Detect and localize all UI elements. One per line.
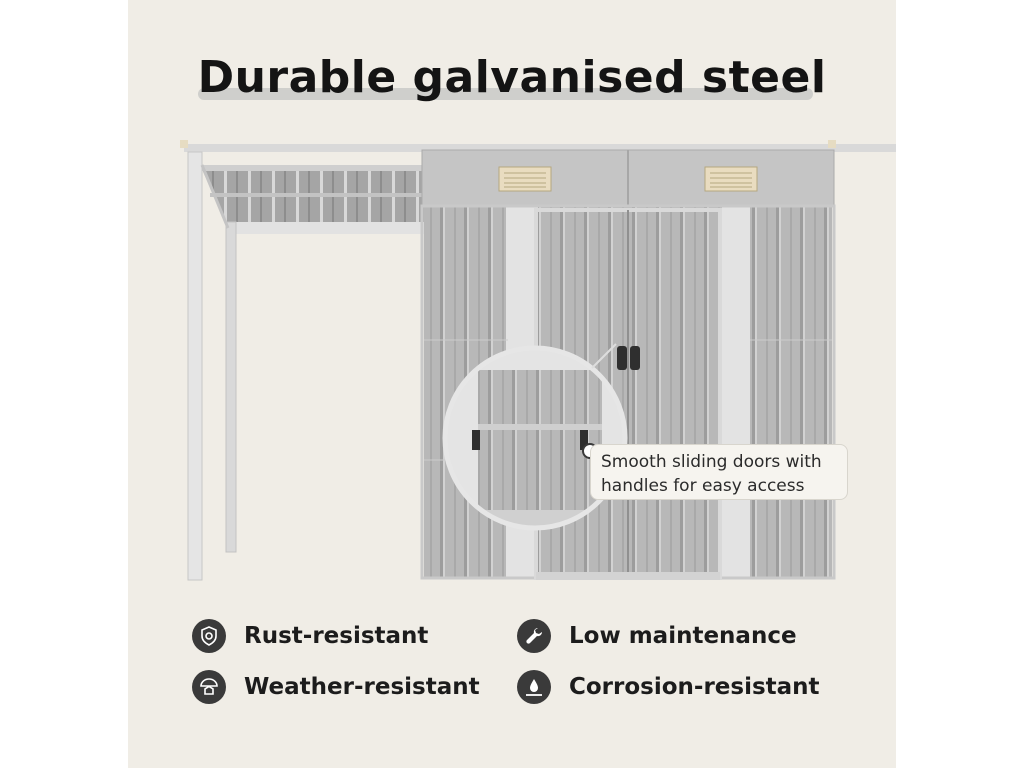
- corrosion-drop-icon: [517, 670, 551, 704]
- feature-label: Weather-resistant: [244, 674, 480, 700]
- feature-corrosion-resistant: Corrosion-resistant: [517, 670, 820, 704]
- feature-label: Rust-resistant: [244, 623, 429, 649]
- shield-gear-icon: [192, 619, 226, 653]
- page-title: Durable galvanised steel: [197, 52, 827, 103]
- feature-low-maintenance: Low maintenance: [517, 619, 797, 653]
- product-image: Durable galvanised steel: [128, 0, 896, 768]
- shed-illustration: [180, 140, 896, 581]
- feature-label: Corrosion-resistant: [569, 674, 820, 700]
- feature-rust-resistant: Rust-resistant: [192, 619, 428, 653]
- umbrella-house-icon: [192, 670, 226, 704]
- wrench-icon: [517, 619, 551, 653]
- sliding-doors-callout: Smooth sliding doors with handles for ea…: [590, 444, 848, 500]
- feature-weather-resistant: Weather-resistant: [192, 670, 480, 704]
- title-underline: [198, 88, 813, 100]
- feature-label: Low maintenance: [569, 623, 797, 649]
- callout-line-2: handles for easy access: [601, 476, 805, 496]
- callout-line-1: Smooth sliding doors with: [601, 452, 822, 472]
